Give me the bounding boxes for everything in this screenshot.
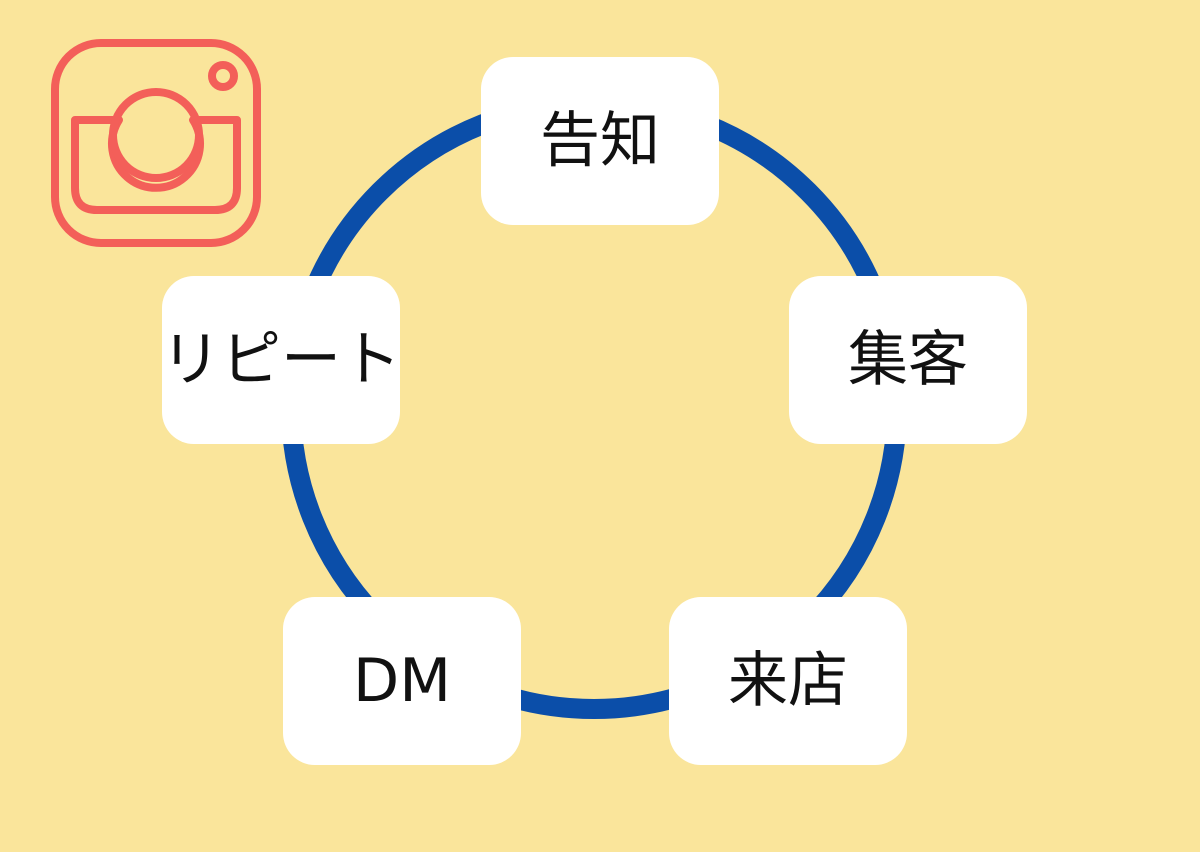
node-repeat-label: リピート [161, 325, 401, 395]
node-dm: DM [283, 597, 521, 765]
node-store-visit-label: 来店 [728, 646, 848, 716]
instagram-icon [50, 38, 262, 248]
node-repeat: リピート [161, 276, 401, 444]
node-store-visit: 来店 [669, 597, 907, 765]
node-notice-label: 告知 [540, 106, 660, 176]
node-customer-acquisition: 集客 [789, 276, 1027, 444]
node-notice: 告知 [481, 57, 719, 225]
node-customer-acquisition-label: 集客 [848, 325, 968, 395]
node-dm-label: DM [353, 646, 451, 716]
